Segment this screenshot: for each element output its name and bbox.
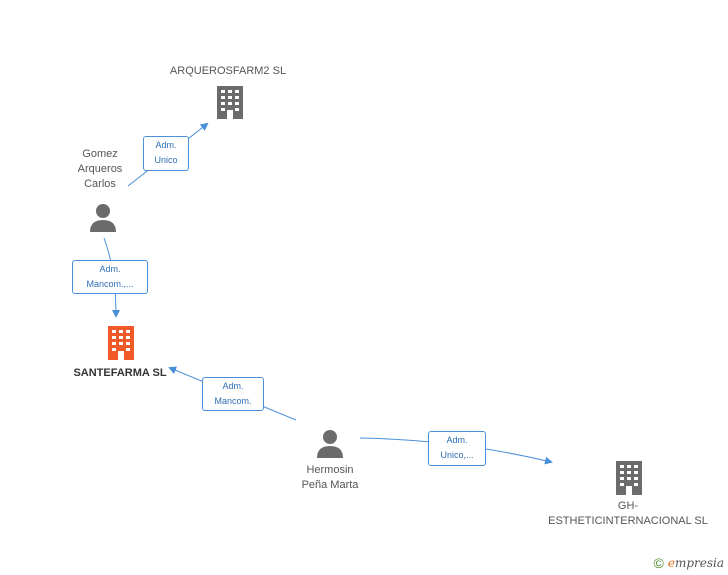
brand-rest: mpresia [674,556,724,570]
hermosin-name-line: Peña Marta [301,479,359,491]
edge-label-line: Mancom. [214,396,252,406]
edge-label-line: Unico [154,155,178,165]
edge-label-line: Adm. [222,381,244,391]
edge-label-gomez-santefarma[interactable]: Adm. Mancom.,... [72,260,148,294]
gomez-name-line: Gomez [82,148,118,160]
brand-initial: e [667,556,675,570]
santefarma-name: SANTEFARMA SL [73,367,167,379]
edge-label-hermosin-santefarma[interactable]: Adm. Mancom. [202,377,264,411]
edge-label-hermosin-gh[interactable]: Adm. Unico,... [428,431,486,466]
edge-label-line: Unico,... [440,450,474,460]
node-label-gomez[interactable]: Gomez Arqueros Carlos [60,147,140,192]
building-icon[interactable] [215,86,245,119]
edge-label-line: Mancom.,... [86,279,134,289]
gomez-name-line: Carlos [84,178,116,190]
building-icon[interactable] [106,326,136,360]
node-label-arquerosfarm2[interactable]: ARQUEROSFARM2 SL [158,64,298,79]
building-icon[interactable] [614,461,644,495]
gh-name-line: GH- [617,500,639,512]
node-label-gh[interactable]: GH- ESTHETICINTERNACIONAL SL [540,499,716,529]
edge-label-line: Adm. [99,264,121,274]
copyright-icon: © [653,555,664,571]
edge-label-gomez-arquerosfarm2[interactable]: Adm. Unico [143,136,189,171]
edge-label-line: Adm. [155,140,177,150]
gh-name-line: ESTHETICINTERNACIONAL SL [548,515,708,527]
brand-logo: empresia [668,556,724,570]
hermosin-name-line: Hermosin [306,464,354,476]
node-label-hermosin[interactable]: Hermosin Peña Marta [280,463,380,493]
credit: © empresia [654,555,725,571]
node-label-santefarma[interactable]: SANTEFARMA SL [60,366,180,381]
gomez-name-line: Arqueros [77,163,123,175]
person-icon[interactable] [315,428,345,458]
person-icon[interactable] [88,202,118,232]
arquerosfarm2-name: ARQUEROSFARM2 SL [169,65,287,77]
edge-label-line: Adm. [446,435,468,445]
